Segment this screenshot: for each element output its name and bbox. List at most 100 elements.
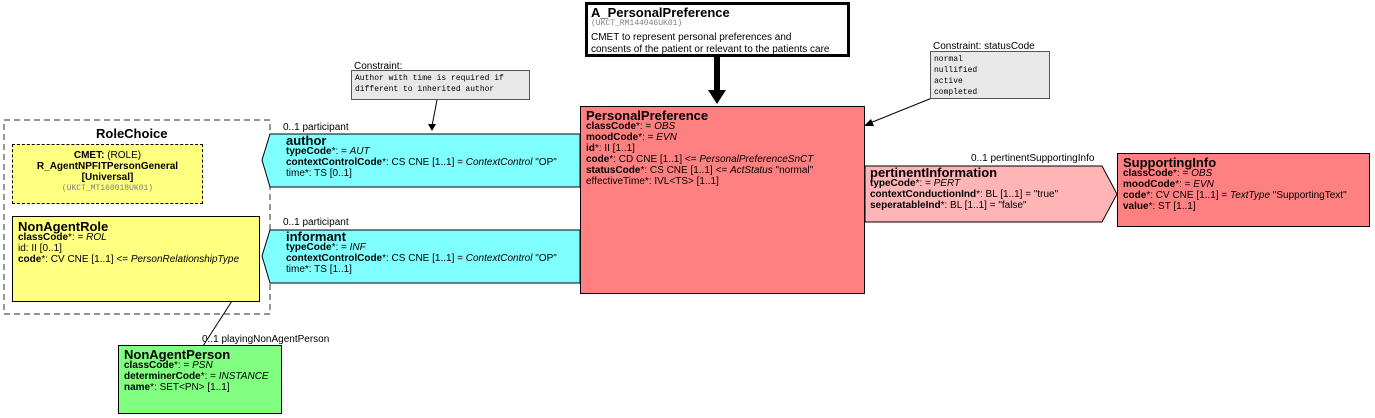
cmet-agent-box: CMET: (ROLE) R_AgentNPFITPersonGeneral [… xyxy=(12,144,203,204)
informant-shape xyxy=(261,229,581,284)
attr-name: classCode xyxy=(1123,168,1174,179)
status-value-active: active xyxy=(934,77,963,86)
attr-name: seperatableInd xyxy=(870,200,941,211)
author-cardinality: 0..1 participant xyxy=(283,122,349,133)
entry-arrow-head xyxy=(708,90,726,104)
author-constraint-label: Constraint: xyxy=(354,61,403,72)
entry-point-desc-2: consents of the patient or relevant to t… xyxy=(591,44,830,55)
attr-type: *: CS CNE [1..1] <= xyxy=(640,165,730,176)
attr-name: value xyxy=(1123,201,1149,212)
attr-type: *: = xyxy=(331,242,350,253)
attr-type: *: CV CNE [1..1] = xyxy=(1146,190,1230,201)
author-shape xyxy=(261,133,581,188)
attr-type: *: CS CNE [1..1] = xyxy=(382,157,466,168)
attr-name: typeCode xyxy=(870,178,916,189)
attr-type: *: BL [1..1] = "true" xyxy=(976,189,1059,200)
attr-type: *: SET<PN> [1..1] xyxy=(150,382,230,393)
informant-time: time*: TS [1..1] xyxy=(286,264,352,275)
cmet-label: CMET: xyxy=(73,150,105,161)
attr-type: *: = xyxy=(174,360,193,371)
non-agent-person-cardinality: 0..1 playingNonAgentPerson xyxy=(202,334,330,345)
cmet-id: (UKCT_MT160018UK01) xyxy=(61,184,154,193)
author-constraint-note: Author with time is required if differen… xyxy=(351,70,530,100)
attr-type: *: II [1..1] xyxy=(594,143,635,154)
entry-point-desc-1: CMET to represent personal preferences a… xyxy=(591,32,792,43)
attr-type: *: = xyxy=(1175,179,1194,190)
attr-type: *: = xyxy=(636,121,655,132)
status-constraint-note: normal nullified active completed xyxy=(930,51,1050,99)
attr-name: determinerCode xyxy=(124,371,201,382)
role-choice-frame xyxy=(3,119,271,315)
attr-type: *: = xyxy=(331,146,350,157)
author-content: author typeCode*: = AUT contextControlCo… xyxy=(286,133,580,179)
status-constraint-label: Constraint: statusCode xyxy=(933,41,1035,52)
informant-cardinality: 0..1 participant xyxy=(283,217,349,228)
attr-value: ROL xyxy=(86,232,107,243)
informant-content: informant typeCode*: = INF contextContro… xyxy=(286,229,580,275)
author-constraint-pointer xyxy=(431,99,438,127)
author-title: author xyxy=(286,133,327,148)
attr-name: id xyxy=(586,143,595,154)
attr-value: PSN xyxy=(192,360,213,371)
entry-point-box: A_PersonalPreference (UKCT_RM144046UK01)… xyxy=(585,2,850,57)
cmet-name: R_AgentNPFITPersonGeneral xyxy=(36,161,179,172)
attr-type: *: CS CNE [1..1] = xyxy=(382,253,466,264)
pertinent-information-cardinality: 0..1 pertinentSupportingInfo xyxy=(971,153,1095,164)
status-value-completed: completed xyxy=(934,88,978,97)
attr-name: moodCode xyxy=(586,132,639,143)
attr-tail: "OP" xyxy=(532,157,557,168)
status-value-nullified: nullified xyxy=(934,66,978,75)
pertinent-information-content: pertinentInformation typeCode*: = PERT c… xyxy=(870,165,1105,211)
cmet-variant: [Universal] xyxy=(81,172,134,183)
attr-name: name xyxy=(124,382,151,393)
attr-name: contextControlCode xyxy=(286,253,383,264)
personal-preference-box: PersonalPreference classCode*: = OBS moo… xyxy=(580,106,865,294)
attr-id: id: II [0..1] xyxy=(18,243,62,254)
non-agent-person-title: NonAgentPerson xyxy=(124,347,231,362)
attr-value: PersonalPreferenceSnCT xyxy=(699,154,814,165)
pertinent-information-title: pertinentInformation xyxy=(870,165,998,180)
supporting-info-box: SupportingInfo classCode*: = OBS moodCod… xyxy=(1117,153,1370,227)
attr-type: *: = xyxy=(200,371,219,382)
attr-value: ActStatus xyxy=(729,165,773,176)
attr-type: *: = xyxy=(915,178,934,189)
attr-name: typeCode xyxy=(286,242,332,253)
attr-value: INSTANCE xyxy=(218,371,269,382)
cmet-role: (ROLE) xyxy=(104,150,142,161)
attr-name: code xyxy=(1123,190,1147,201)
attr-type: *: CD CNE [1..1] <= xyxy=(609,154,700,165)
attr-tail: "normal" xyxy=(772,165,814,176)
attr-value: PERT xyxy=(933,178,961,189)
attr-value: OBS xyxy=(1191,168,1213,179)
entry-point-id: (UKCT_RM144046UK01) xyxy=(591,19,683,28)
attr-type: *: = xyxy=(1173,168,1192,179)
attr-tail: "SupportingText" xyxy=(1270,190,1347,201)
attr-value: INF xyxy=(349,242,366,253)
attr-value: OBS xyxy=(654,121,676,132)
non-agent-role-box: NonAgentRole classCode*: = ROL id: II [0… xyxy=(12,216,260,302)
entry-point-title: A_PersonalPreference xyxy=(591,5,730,20)
status-constraint-pointer xyxy=(869,97,933,124)
attr-name: statusCode xyxy=(586,165,641,176)
attr-type: *: BL [1..1] = "false" xyxy=(940,200,1027,211)
role-choice-title: RoleChoice xyxy=(96,126,168,141)
author-time: time*: TS [0..1] xyxy=(286,168,352,179)
author-constraint-line-2: different to inherited author xyxy=(355,85,495,94)
author-constraint-line-1: Author with time is required if xyxy=(355,74,504,83)
attr-value: AUT xyxy=(349,146,370,157)
non-agent-person-box: NonAgentPerson classCode*: = PSN determi… xyxy=(118,345,282,414)
attr-type: *: ST [1..1] xyxy=(1148,201,1196,212)
attr-name: code xyxy=(18,254,42,265)
attr-name: moodCode xyxy=(1123,179,1176,190)
author-constraint-pointer-head xyxy=(428,124,436,131)
informant-title: informant xyxy=(286,229,346,244)
attr-name: contextConductionInd xyxy=(870,189,977,200)
attr-value: ContextControl xyxy=(465,157,533,168)
status-constraint-pointer-head xyxy=(864,119,874,126)
attr-type: *: = xyxy=(638,132,657,143)
attr-name: contextControlCode xyxy=(286,157,383,168)
attr-name: classCode xyxy=(124,360,175,371)
attr-value: PersonRelationshipType xyxy=(130,254,240,265)
attr-type: *: CV CNE [1..1] <= xyxy=(41,254,131,265)
